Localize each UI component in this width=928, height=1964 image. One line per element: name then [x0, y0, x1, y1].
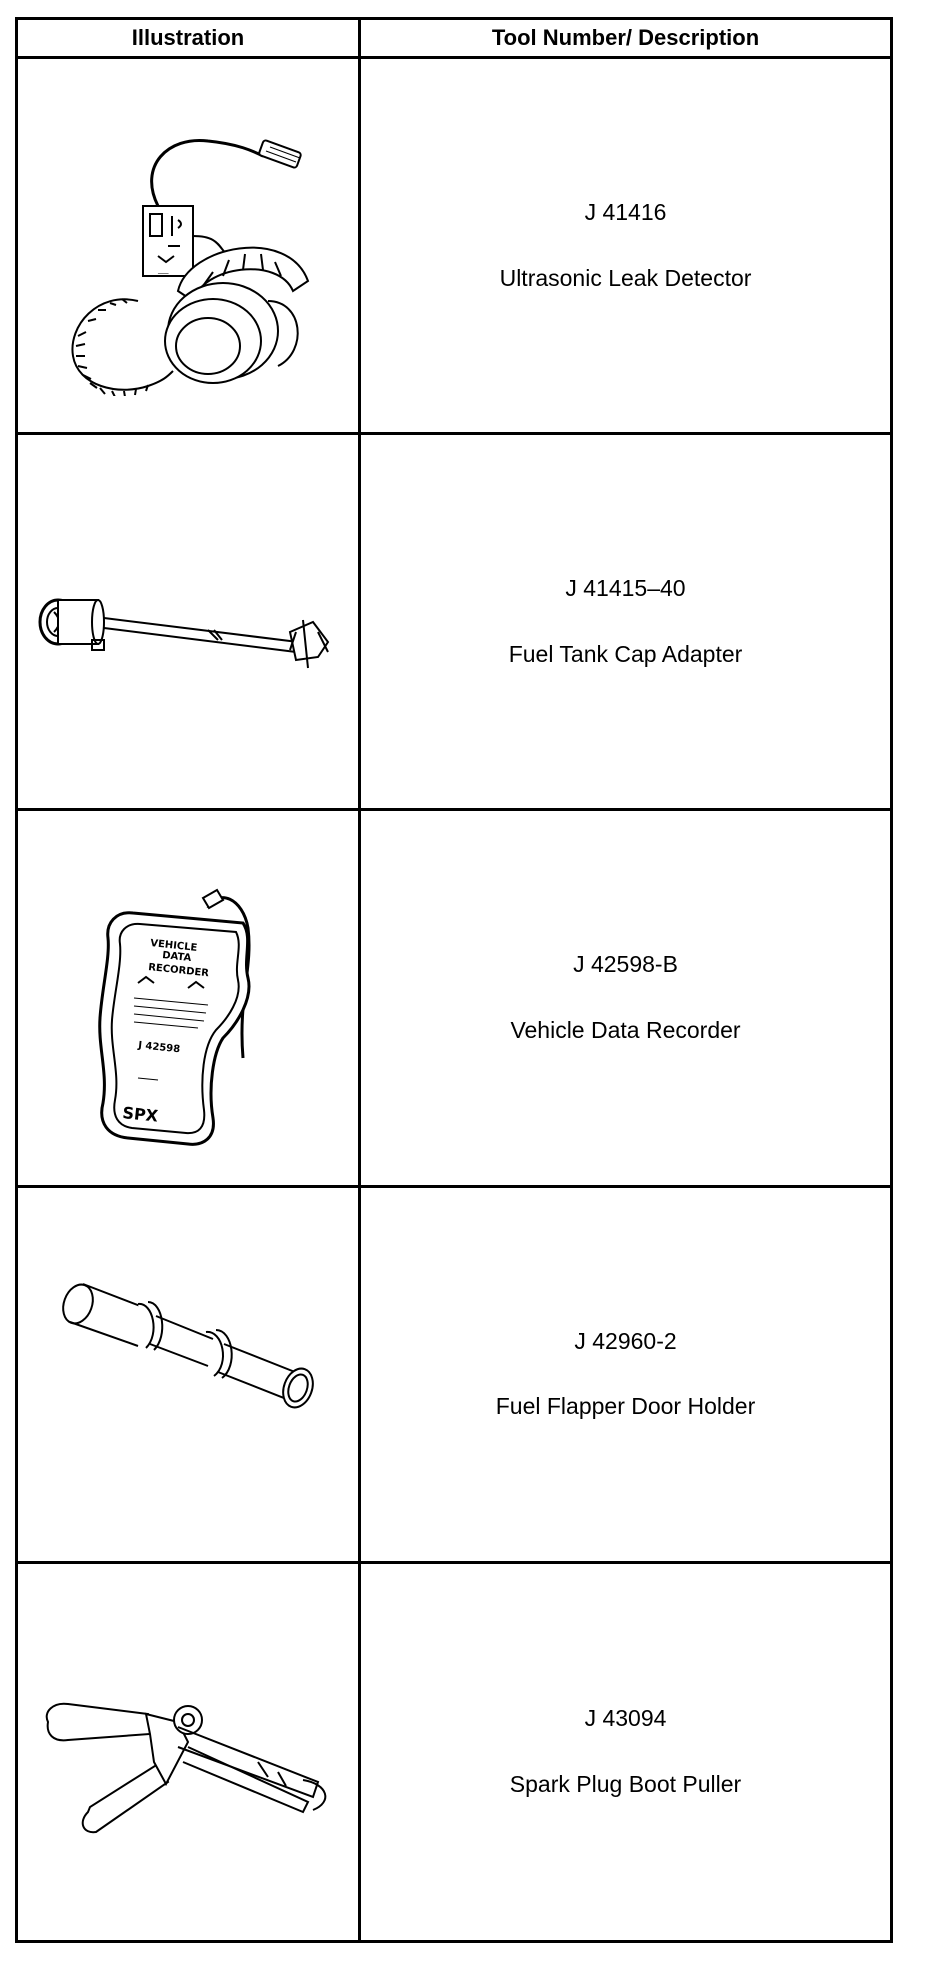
illustration-cell — [18, 1187, 361, 1564]
device-label-line2: DATA — [162, 950, 192, 964]
illustration-cell — [18, 435, 361, 812]
tool-number: J 41416 — [584, 199, 667, 225]
vehicle-data-recorder-icon: VEHICLE DATA RECORDER J 42598 SPX — [38, 848, 338, 1148]
illustration-cell: VEHICLE DATA RECORDER J 42598 SPX — [18, 811, 361, 1188]
tool-number: J 42598-B — [573, 951, 678, 978]
tool-number: J 43094 — [584, 1705, 667, 1732]
svg-text:___: ___ — [157, 266, 169, 274]
tool-table: Illustration Tool Number/ Description __… — [15, 17, 893, 1943]
tool-description: Spark Plug Boot Puller — [509, 1770, 742, 1797]
fuel-tank-cap-adapter-icon — [28, 472, 348, 772]
tool-description-cell: J 41416 Ultrasonic Leak Detector — [361, 59, 890, 436]
device-model-label: J 42598 — [137, 1040, 181, 1055]
tool-description: Ultrasonic Leak Detector — [499, 264, 752, 291]
tool-description: Fuel Tank Cap Adapter — [508, 640, 743, 667]
tool-number: J 41415–40 — [565, 575, 686, 602]
tool-number: J 42960-2 — [574, 1327, 677, 1354]
tool-description-cell: J 41415–40 Fuel Tank Cap Adapter — [361, 435, 890, 812]
spark-plug-boot-puller-icon — [28, 1602, 348, 1902]
tool-description-cell: J 43094 Spark Plug Boot Puller — [361, 1564, 890, 1940]
illustration-cell — [18, 1563, 361, 1940]
ultrasonic-leak-detector-icon: ___ — [38, 96, 338, 396]
header-tool-number-description: Tool Number/ Description — [361, 20, 890, 59]
device-brand-label: SPX — [122, 1103, 160, 1126]
fuel-flapper-door-holder-icon — [38, 1224, 338, 1524]
tool-description-cell: J 42598-B Vehicle Data Recorder — [361, 811, 890, 1188]
device-label-line1: VEHICLE — [150, 938, 198, 954]
illustration-cell: ___ — [18, 59, 361, 436]
tool-description: Vehicle Data Recorder — [510, 1016, 741, 1043]
tool-description: Fuel Flapper Door Holder — [495, 1393, 756, 1420]
header-illustration: Illustration — [18, 20, 361, 59]
tool-description-cell: J 42960-2 Fuel Flapper Door Holder — [361, 1188, 890, 1564]
